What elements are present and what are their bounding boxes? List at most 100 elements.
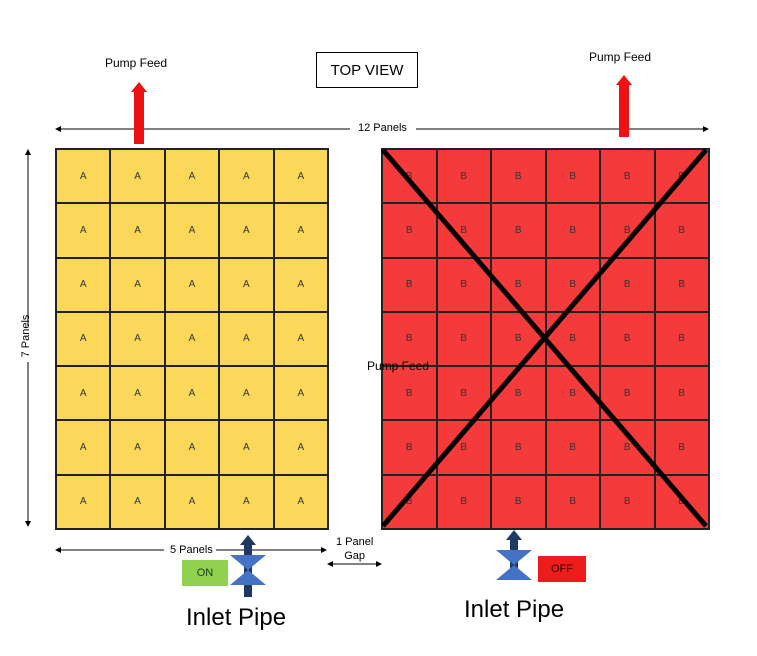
height-dimension-label: 7 Panels xyxy=(20,314,32,358)
panel-b-cell: B xyxy=(436,203,491,258)
valve-status-off-badge: OFF xyxy=(538,556,586,582)
panel-a-cell: A xyxy=(56,311,111,367)
panel-a-cell: A xyxy=(219,474,274,529)
panel-b-cell: B xyxy=(654,366,709,421)
panel-b-cell: B xyxy=(382,311,437,367)
panel-b-cell: B xyxy=(491,149,546,204)
gap-label-line-1: 1 Panel xyxy=(336,536,374,548)
panel-b-cell: B xyxy=(654,474,709,529)
panel-b-cell: B xyxy=(545,474,600,529)
panel-b-cell: B xyxy=(600,311,655,367)
inlet-arrow-right xyxy=(506,530,522,580)
panel-a-cell: A xyxy=(110,203,165,258)
panel-a-cell: A xyxy=(273,257,328,312)
panel-a-cell: A xyxy=(56,203,111,258)
inlet-pipe-right-label: Inlet Pipe xyxy=(464,596,565,623)
butterfly-valve-icon xyxy=(496,550,532,580)
panel-a-cell: A xyxy=(219,366,274,421)
panel-a-cell: A xyxy=(110,420,165,475)
panel-b-cell: B xyxy=(600,474,655,529)
panel-a-cell: A xyxy=(164,366,220,421)
panel-b-cell: B xyxy=(436,311,491,367)
panel-a-cell: A xyxy=(219,311,274,367)
panel-a-cell: A xyxy=(56,257,111,312)
panel-b-cell: B xyxy=(654,311,709,367)
panel-b-cell: B xyxy=(600,149,655,204)
panel-b-cell: B xyxy=(382,149,437,204)
panel-b-cell: B xyxy=(436,366,491,421)
panel-b-cell: B xyxy=(600,366,655,421)
panel-a-cell: A xyxy=(110,257,165,312)
pump-feed-right-arrow xyxy=(616,75,632,137)
panel-a-cell: A xyxy=(273,311,328,367)
panel-b-cell: B xyxy=(491,420,546,475)
inlet-pipe-left-label: Inlet Pipe xyxy=(186,604,287,631)
panel-b-cell: B xyxy=(600,203,655,258)
panel-b-cell: B xyxy=(600,257,655,312)
panel-b-cell: B xyxy=(436,474,491,529)
panel-b-cell: B xyxy=(654,257,709,312)
panel-b-cell: B xyxy=(654,149,709,204)
panel-a-cell: A xyxy=(164,149,220,204)
pump-feed-right-label: Pump Feed xyxy=(589,50,652,64)
panel-b-cell: B xyxy=(436,257,491,312)
panel-a-cell: A xyxy=(219,203,274,258)
panel-b-cell: B xyxy=(654,203,709,258)
panel-a-cell: A xyxy=(273,366,328,421)
left-width-dimension-label: 5 Panels xyxy=(167,544,216,556)
pump-feed-center-label: Pump Feed xyxy=(367,359,430,373)
panel-b-cell: B xyxy=(491,203,546,258)
panel-b-cell: B xyxy=(382,203,437,258)
panel-a-cell: A xyxy=(164,474,220,529)
panel-b-cell: B xyxy=(600,420,655,475)
panel-b-cell: B xyxy=(545,311,600,367)
valve-status-on-badge: ON xyxy=(182,560,228,586)
panel-a-cell: A xyxy=(273,474,328,529)
gap-label-line-2: Gap xyxy=(344,550,366,562)
panel-b-cell: B xyxy=(382,420,437,475)
panel-b-cell: B xyxy=(545,420,600,475)
panel-a-cell: A xyxy=(219,149,274,204)
panel-a-cell: A xyxy=(164,311,220,367)
panel-a-cell: A xyxy=(56,474,111,529)
panel-a-cell: A xyxy=(164,203,220,258)
panel-b-cell: B xyxy=(382,257,437,312)
panel-a-cell: A xyxy=(56,149,111,204)
panel-b-cell: B xyxy=(436,420,491,475)
panel-a-cell: A xyxy=(273,149,328,204)
panel-a-cell: A xyxy=(219,257,274,312)
panel-a-cell: A xyxy=(110,311,165,367)
panel-a-cell: A xyxy=(273,420,328,475)
panel-b-cell: B xyxy=(545,257,600,312)
panel-a-cell: A xyxy=(110,366,165,421)
panel-a-cell: A xyxy=(164,257,220,312)
panel-b-cell: B xyxy=(491,311,546,367)
panel-b-cell: B xyxy=(491,366,546,421)
panel-b-cell: B xyxy=(382,366,437,421)
panel-b-cell: B xyxy=(654,420,709,475)
gap-dimension-label: 1 Panel Gap xyxy=(336,535,373,563)
panel-b-cell: B xyxy=(491,257,546,312)
inlet-arrow-left xyxy=(240,535,256,597)
panel-a-cell: A xyxy=(110,149,165,204)
pump-feed-left-label: Pump Feed xyxy=(105,56,168,70)
panel-b-cell: B xyxy=(545,149,600,204)
panel-b-cell: B xyxy=(382,474,437,529)
panel-a-cell: A xyxy=(164,420,220,475)
panel-b-cell: B xyxy=(436,149,491,204)
panel-b-cell: B xyxy=(491,474,546,529)
panel-a-cell: A xyxy=(273,203,328,258)
panel-b-cell: B xyxy=(545,203,600,258)
panel-a-cell: A xyxy=(56,420,111,475)
butterfly-valve-icon xyxy=(230,555,266,585)
panel-b-cell: B xyxy=(545,366,600,421)
panel-a-cell: A xyxy=(56,366,111,421)
page-title: TOP VIEW xyxy=(316,52,418,88)
width-dimension-label: 12 Panels xyxy=(354,122,411,134)
pump-feed-left-arrow xyxy=(131,82,147,144)
panel-a-cell: A xyxy=(219,420,274,475)
panel-a-cell: A xyxy=(110,474,165,529)
